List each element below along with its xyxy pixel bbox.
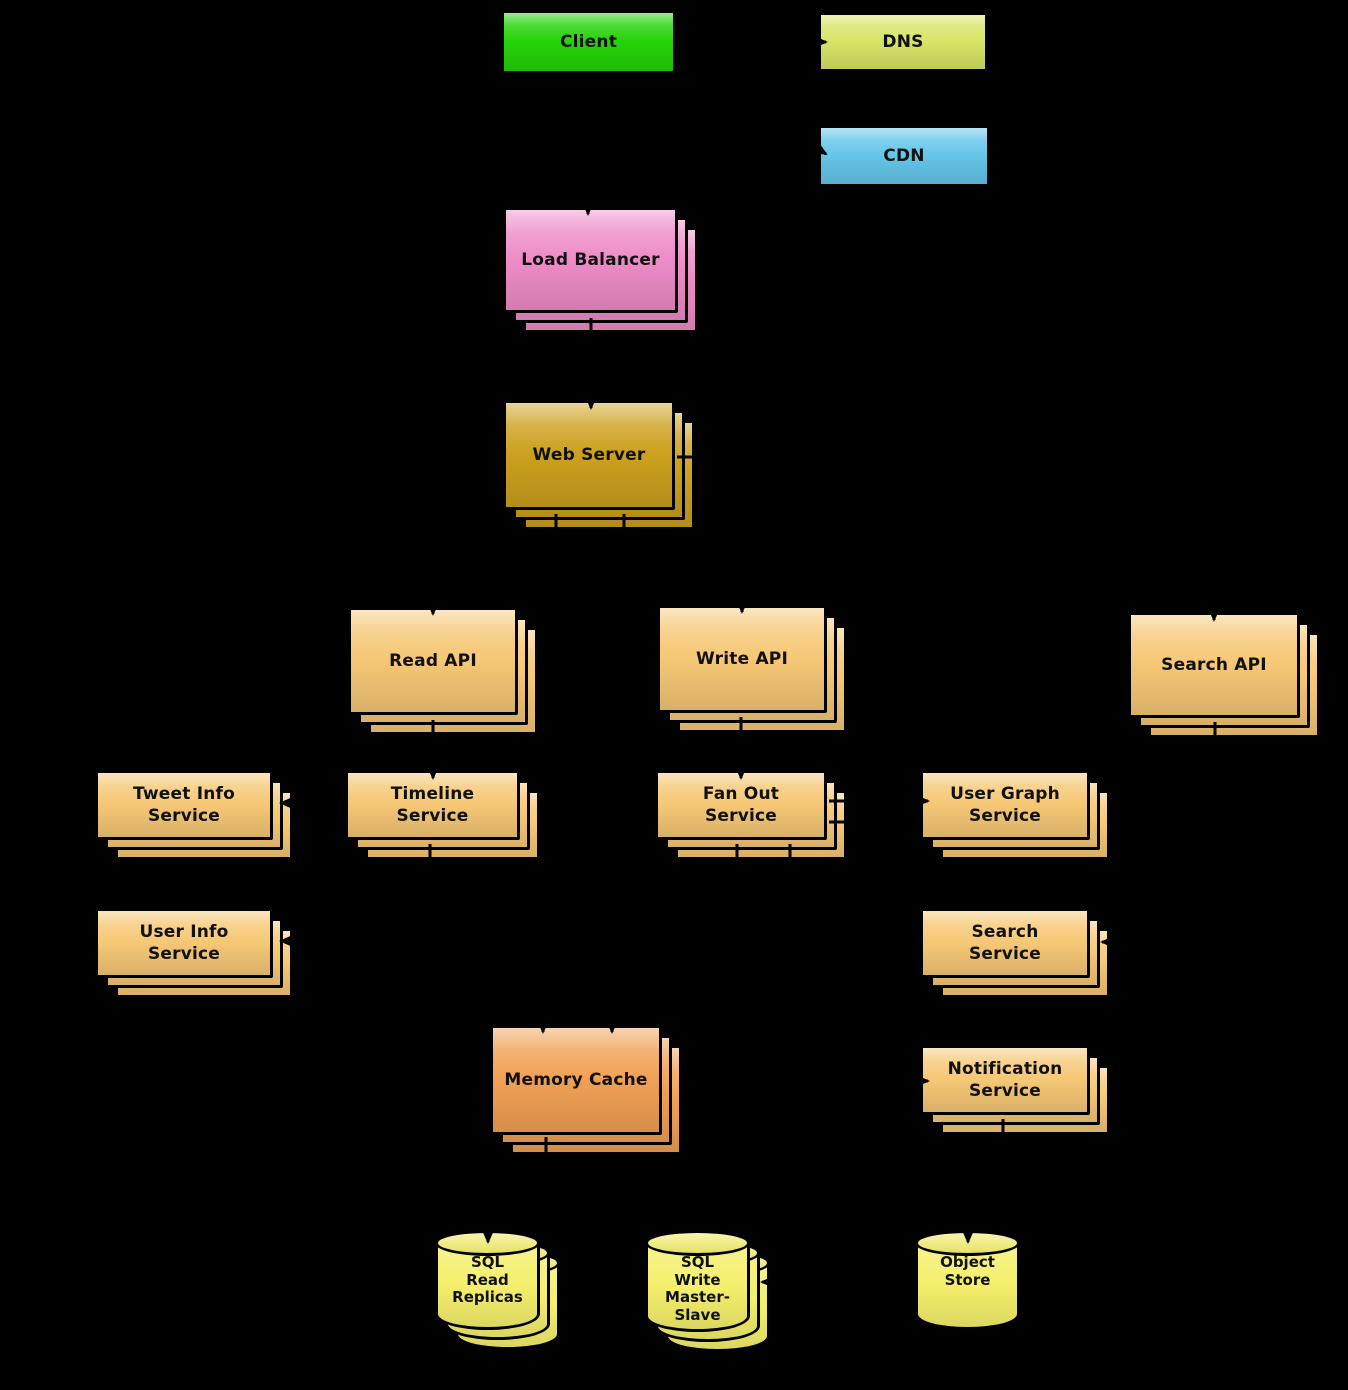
node-label: Read API — [389, 650, 477, 671]
node-label: Search API — [1161, 654, 1267, 675]
node-sql-read-replicas: SQL Read Replicas — [435, 1230, 560, 1350]
node-label: Timeline Service — [390, 783, 475, 826]
node-label: Client — [559, 31, 618, 52]
node-fan-out-service: Fan Out Service — [655, 770, 847, 860]
node-label: CDN — [883, 145, 925, 166]
node-search-api: Search API — [1128, 612, 1320, 738]
node-label: Fan Out Service — [702, 783, 780, 826]
node-label: Memory Cache — [504, 1069, 648, 1090]
node-object-store: Object Store — [915, 1230, 1020, 1330]
node-search-service: Search Service — [920, 908, 1110, 998]
node-client: Client — [501, 10, 676, 74]
node-face: DNS — [818, 12, 988, 72]
node-notification-service: Notification Service — [920, 1045, 1110, 1135]
node-web-server: Web Server — [503, 400, 695, 530]
node-label: Write API — [696, 648, 788, 669]
node-sql-write-master-slave: SQL Write Master- Slave — [645, 1230, 770, 1352]
node-load-balancer: Load Balancer — [503, 207, 698, 333]
node-face: CDN — [818, 125, 990, 187]
node-label: SQL Write Master- Slave — [665, 1253, 730, 1325]
cylinder-face: SQL Read Replicas — [435, 1230, 540, 1330]
cylinder-face: Object Store — [915, 1230, 1020, 1330]
node-read-api: Read API — [348, 607, 538, 735]
cylinder-face: SQL Write Master- Slave — [645, 1230, 750, 1332]
node-label: SQL Read Replicas — [452, 1253, 523, 1307]
node-face: User Info Service — [95, 908, 273, 978]
node-face: Read API — [348, 607, 518, 715]
node-write-api: Write API — [657, 605, 847, 733]
node-label: Web Server — [532, 444, 646, 465]
node-face: Search API — [1128, 612, 1300, 718]
node-label: Notification Service — [947, 1058, 1063, 1101]
cylinder-top — [645, 1230, 750, 1256]
node-label: User Graph Service — [950, 783, 1060, 826]
node-timeline-service: Timeline Service — [345, 770, 540, 860]
node-face: Web Server — [503, 400, 675, 510]
node-face: Tweet Info Service — [95, 770, 273, 840]
cylinder-body — [435, 1243, 540, 1330]
node-face: Notification Service — [920, 1045, 1090, 1115]
cylinder-body — [915, 1243, 1020, 1330]
node-face: Load Balancer — [503, 207, 678, 313]
cylinder-body — [645, 1243, 750, 1332]
node-label: DNS — [882, 31, 924, 52]
node-face: Write API — [657, 605, 827, 713]
node-face: Fan Out Service — [655, 770, 827, 840]
node-face: Client — [501, 10, 676, 74]
node-label: Search Service — [968, 921, 1042, 964]
node-face: User Graph Service — [920, 770, 1090, 840]
node-cdn: CDN — [818, 125, 990, 187]
node-label: Load Balancer — [521, 249, 660, 270]
node-dns: DNS — [818, 12, 988, 72]
node-label: User Info Service — [139, 921, 229, 964]
node-face: Timeline Service — [345, 770, 520, 840]
node-user-info-service: User Info Service — [95, 908, 293, 998]
node-face: Memory Cache — [490, 1025, 662, 1135]
node-label: Tweet Info Service — [132, 783, 236, 826]
node-tweet-info-service: Tweet Info Service — [95, 770, 293, 860]
node-user-graph-service: User Graph Service — [920, 770, 1110, 860]
node-face: Search Service — [920, 908, 1090, 978]
node-memory-cache: Memory Cache — [490, 1025, 682, 1155]
node-label: Object Store — [940, 1253, 995, 1289]
